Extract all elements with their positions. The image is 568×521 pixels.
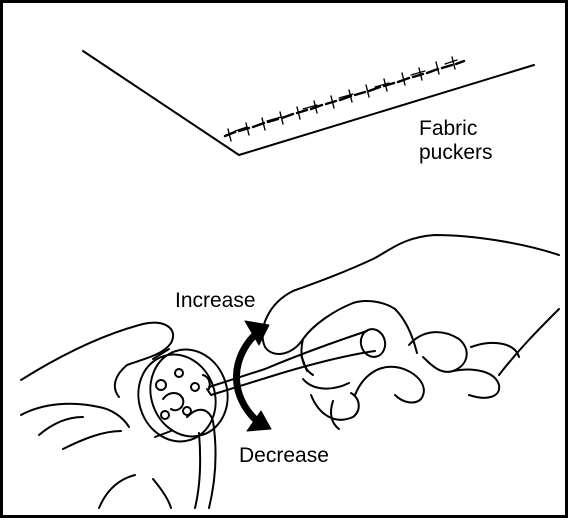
increase-label: Increase (175, 289, 256, 313)
bobbin-case-icon (127, 339, 238, 451)
fabric-label-line1: Fabric (419, 117, 493, 141)
fabric-puckers-label: Fabric puckers (419, 117, 493, 165)
decrease-label: Decrease (239, 444, 329, 468)
fabric-label-line2: puckers (419, 141, 493, 165)
right-hand-icon (263, 235, 559, 429)
